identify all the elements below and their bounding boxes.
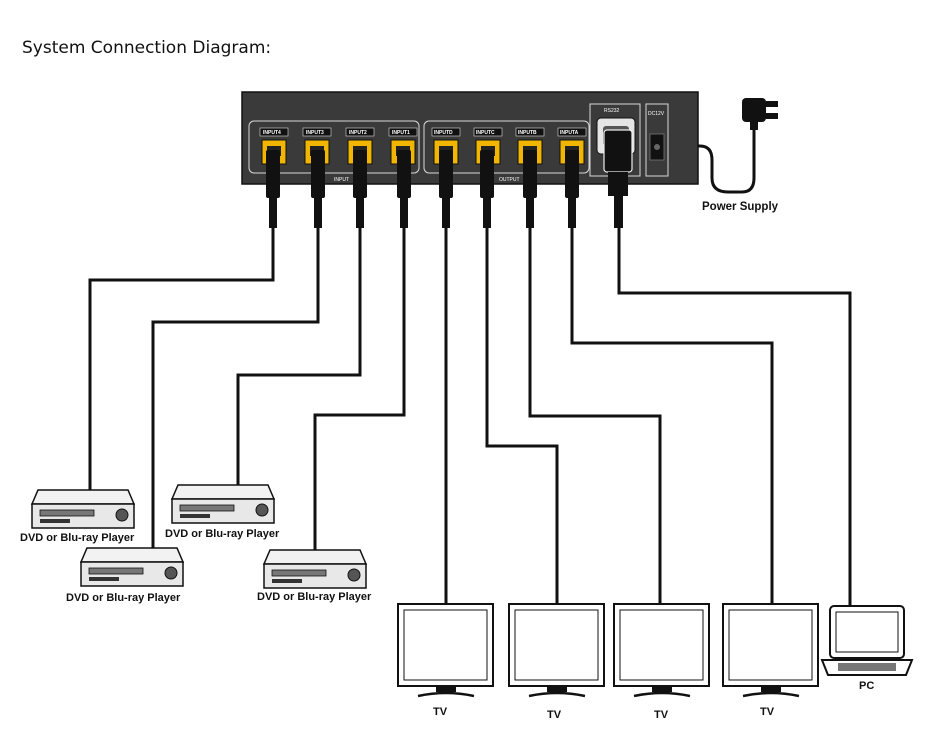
cable-input3: [151, 228, 320, 548]
cable-input2: [236, 228, 362, 485]
port-label: INPUT1: [392, 130, 410, 136]
player-3: DVD or Blu-ray Player: [165, 484, 280, 540]
pc-laptop: PC: [820, 605, 914, 692]
cable-outputa: [570, 228, 774, 604]
port-label: INPUT3: [306, 130, 324, 136]
player-2: DVD or Blu-ray Player: [66, 547, 185, 604]
cable-power: [667, 120, 756, 194]
hdmi-plugs: [266, 129, 633, 228]
cable-rs232: [617, 228, 852, 606]
power-supply-label: Power Supply: [702, 201, 779, 213]
port-label: INPUTB: [518, 130, 537, 136]
player-1: DVD or Blu-ray Player: [20, 489, 136, 544]
cable-outputb: [528, 228, 662, 604]
pc-label: PC: [859, 680, 874, 692]
hdmi-plug-icon: [266, 150, 280, 228]
hdmi-plug-icon: [439, 150, 453, 228]
dc-power-port: DC12V: [645, 103, 669, 177]
player-label: DVD or Blu-ray Player: [20, 532, 135, 544]
dc-label: DC12V: [648, 111, 665, 117]
port-label: INPUTD: [434, 130, 453, 136]
hdmi-plug-icon: [397, 150, 411, 228]
port-label: INPUTC: [476, 130, 495, 136]
player-label: DVD or Blu-ray Player: [66, 592, 181, 604]
rs232-label: RS232: [604, 108, 620, 114]
tv-2: TV: [508, 603, 605, 721]
output-group-label: OUTPUT: [499, 177, 520, 183]
tv-label: TV: [547, 709, 562, 721]
input-group-label: INPUT: [334, 177, 349, 183]
cable-input4: [88, 228, 275, 490]
tv-1: TV: [397, 603, 494, 718]
tv-label: TV: [654, 709, 669, 721]
port-label: INPUTA: [560, 130, 579, 136]
cables: [88, 120, 852, 606]
hdmi-plug-icon: [353, 150, 367, 228]
db9-plug-icon: [603, 129, 633, 228]
hdmi-plug-icon: [565, 150, 579, 228]
input-panel-frame: [248, 120, 420, 174]
tv-label: TV: [760, 706, 775, 718]
player-label: DVD or Blu-ray Player: [257, 591, 372, 603]
hdmi-plug-icon: [523, 150, 537, 228]
hdmi-plug-icon: [480, 150, 494, 228]
hdmi-plug-icon: [311, 150, 325, 228]
cable-input1: [313, 228, 406, 550]
port-label: INPUT4: [263, 130, 281, 136]
output-panel-frame: [423, 120, 590, 174]
power-adapter-icon: [742, 98, 778, 130]
cable-outputc: [485, 228, 559, 604]
port-label: INPUT2: [349, 130, 367, 136]
diagram-title: System Connection Diagram:: [22, 38, 271, 58]
player-4: DVD or Blu-ray Player: [257, 549, 372, 603]
tv-3: TV: [613, 603, 710, 721]
tv-label: TV: [433, 706, 448, 718]
player-label: DVD or Blu-ray Player: [165, 528, 280, 540]
tv-4: TV: [722, 603, 819, 718]
